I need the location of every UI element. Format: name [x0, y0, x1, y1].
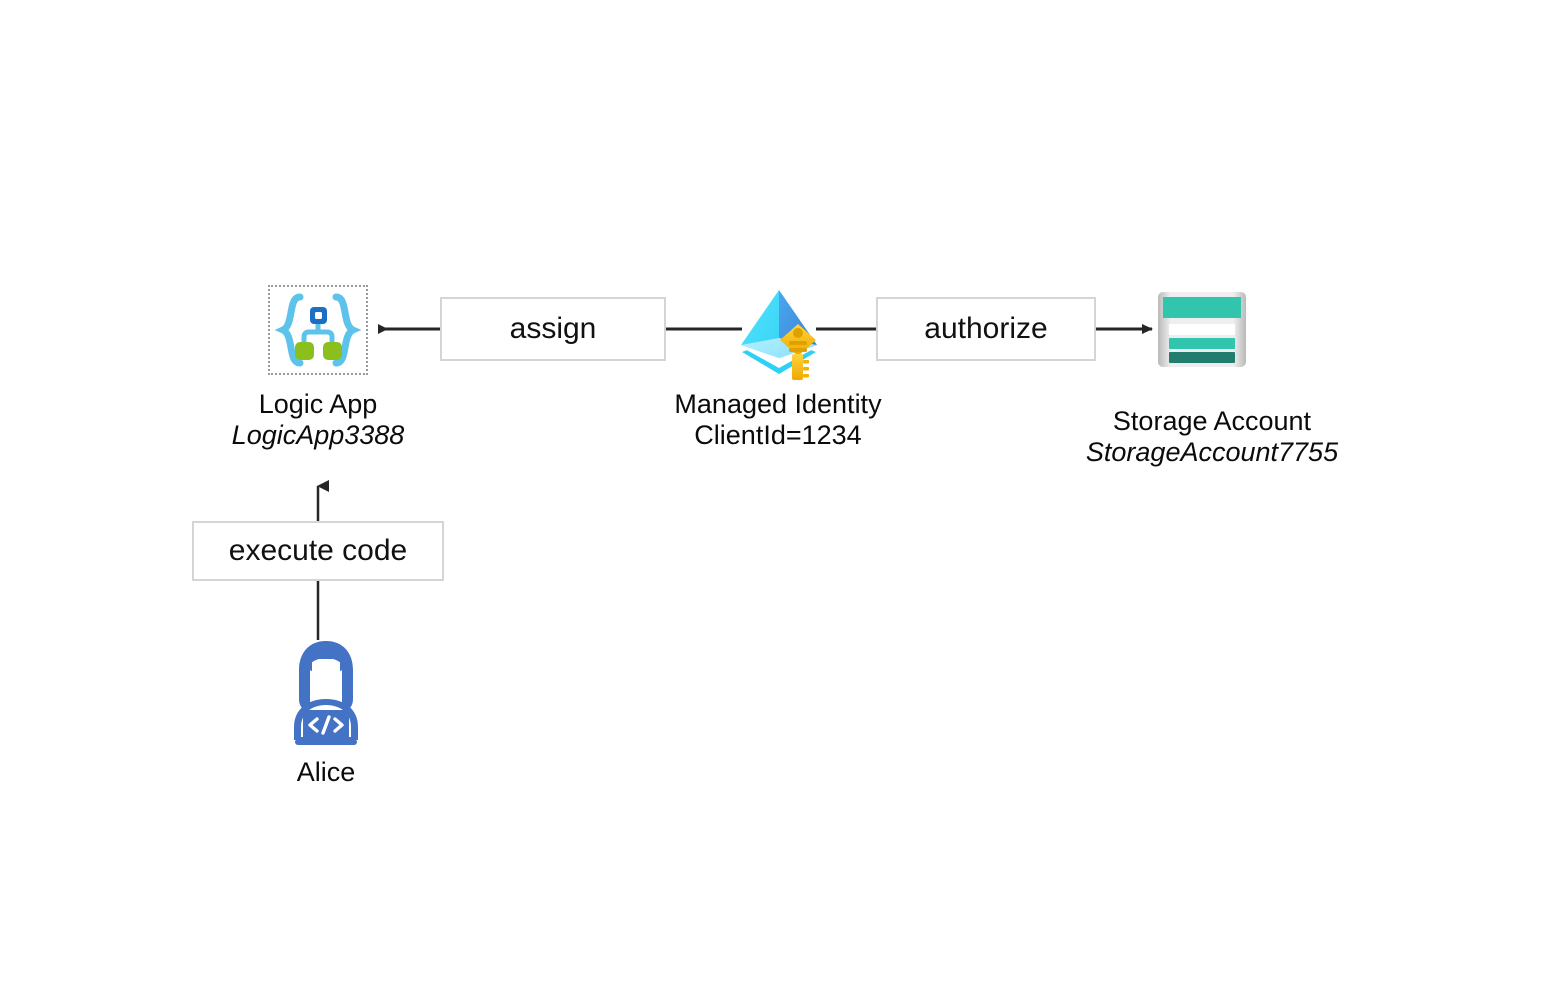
process-box-execute-code[interactable]: execute code: [192, 521, 444, 581]
managed-identity-title: Managed Identity: [674, 389, 882, 419]
storage-account-icon[interactable]: [1157, 291, 1247, 368]
storage-account-caption: Storage Account StorageAccount7755: [1052, 406, 1372, 469]
logic-app-title: Logic App: [258, 389, 378, 419]
process-box-assign[interactable]: assign: [440, 297, 666, 361]
storage-account-title: Storage Account: [1112, 406, 1312, 436]
logic-app-icon: [274, 293, 362, 367]
process-box-authorize[interactable]: authorize: [876, 297, 1096, 361]
logic-app-caption: Logic App LogicApp3388: [168, 389, 468, 452]
assign-label: assign: [509, 312, 597, 345]
managed-identity-icon[interactable]: [736, 286, 822, 382]
alice-caption: Alice: [226, 757, 426, 788]
logic-app-selection-frame[interactable]: [268, 285, 368, 375]
managed-identity-subtitle: ClientId=1234: [694, 420, 862, 451]
authorize-label: authorize: [924, 312, 1048, 345]
storage-account-subtitle: StorageAccount7755: [1085, 437, 1339, 468]
logic-app-subtitle: LogicApp3388: [231, 420, 405, 451]
alice-title: Alice: [296, 757, 356, 787]
execute-code-label: execute code: [228, 534, 408, 567]
managed-identity-caption: Managed Identity ClientId=1234: [628, 389, 928, 452]
developer-person-icon[interactable]: [276, 637, 376, 752]
